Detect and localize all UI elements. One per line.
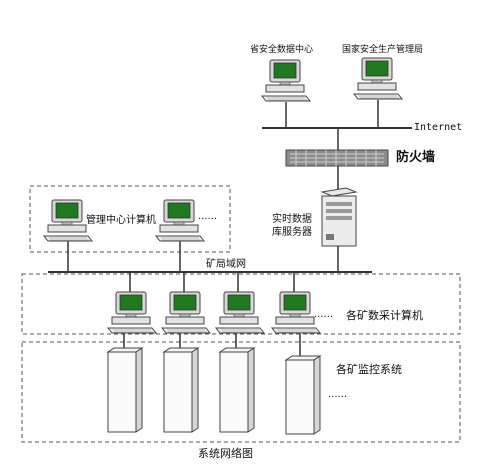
label-mgmt-more: ...... [198,211,218,222]
computer-icon [353,57,403,100]
server-tower-icon [320,187,358,247]
cabinet-icon [162,347,200,433]
label-national-safety-bureau: 国家安全生产管理局 [342,45,424,55]
label-internet: Internet [414,122,463,133]
computer-icon [261,59,311,102]
cabinet-icon [218,347,256,433]
label-monitor-more: ...... [328,389,348,400]
diagram-title: 系统网络图 [198,447,253,460]
label-mgmt-computer: 管理中心计算机 [86,215,156,226]
label-mine-more: ...... [314,309,334,320]
cabinet-icon [284,355,322,435]
computer-icon [161,291,211,334]
mgmt-center-box [29,185,231,253]
computer-icon [155,199,205,242]
computer-icon [43,199,93,242]
label-mine-pcs: 各矿数采计算机 [346,309,423,322]
computer-icon [271,291,321,334]
computer-icon [107,291,157,334]
label-mine-lan: 矿局域网 [206,259,246,270]
label-monitor-systems: 各矿监控系统 [336,363,402,376]
cabinet-icon [106,347,144,433]
monitor-systems-box [21,341,461,443]
mine-pcs-box [21,273,461,335]
label-provincial-data-center: 省安全数据中心 [250,45,314,55]
label-db-server: 实时数据 库服务器 [272,214,312,238]
firewall-icon [285,149,389,167]
label-firewall: 防火墙 [396,150,436,165]
computer-icon [215,291,265,334]
